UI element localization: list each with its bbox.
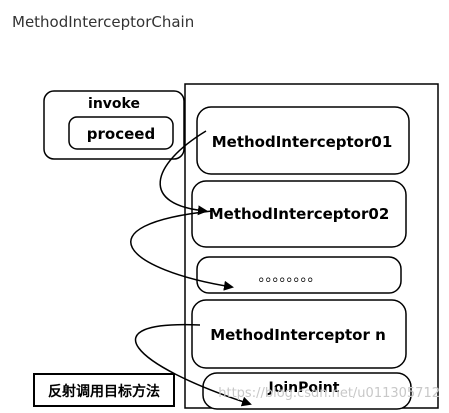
proceed-label: proceed (87, 125, 155, 143)
ellipsis-label: 。。。。。。。。 (259, 269, 322, 285)
arrow-interceptor-02-to-ellipsis (130, 210, 234, 291)
interceptor-01-box (196, 106, 410, 175)
join-point-label: JoinPoint (268, 380, 340, 396)
interceptor-01-label: MethodInterceptor01 (212, 133, 393, 151)
ellipsis-box (196, 256, 402, 294)
reflection-note-box (33, 373, 175, 407)
interceptor-02-label: MethodInterceptor02 (209, 205, 390, 223)
arrow-proceed-to-interceptor-02 (159, 130, 208, 216)
reflection-note-label: 反射调用目标方法 (48, 383, 160, 400)
arrow-interceptor-n-to-join-point (134, 323, 252, 407)
watermark: https://blog.csdn.net/u011305712 (218, 386, 440, 401)
diagram-title: MethodInterceptorChain (12, 13, 195, 31)
proceed-box (68, 116, 174, 150)
interceptor-n-box (191, 299, 407, 369)
join-point-box (202, 372, 412, 410)
interceptor-n-label: MethodInterceptor n (210, 326, 386, 344)
invoke-label: invoke (88, 96, 140, 112)
